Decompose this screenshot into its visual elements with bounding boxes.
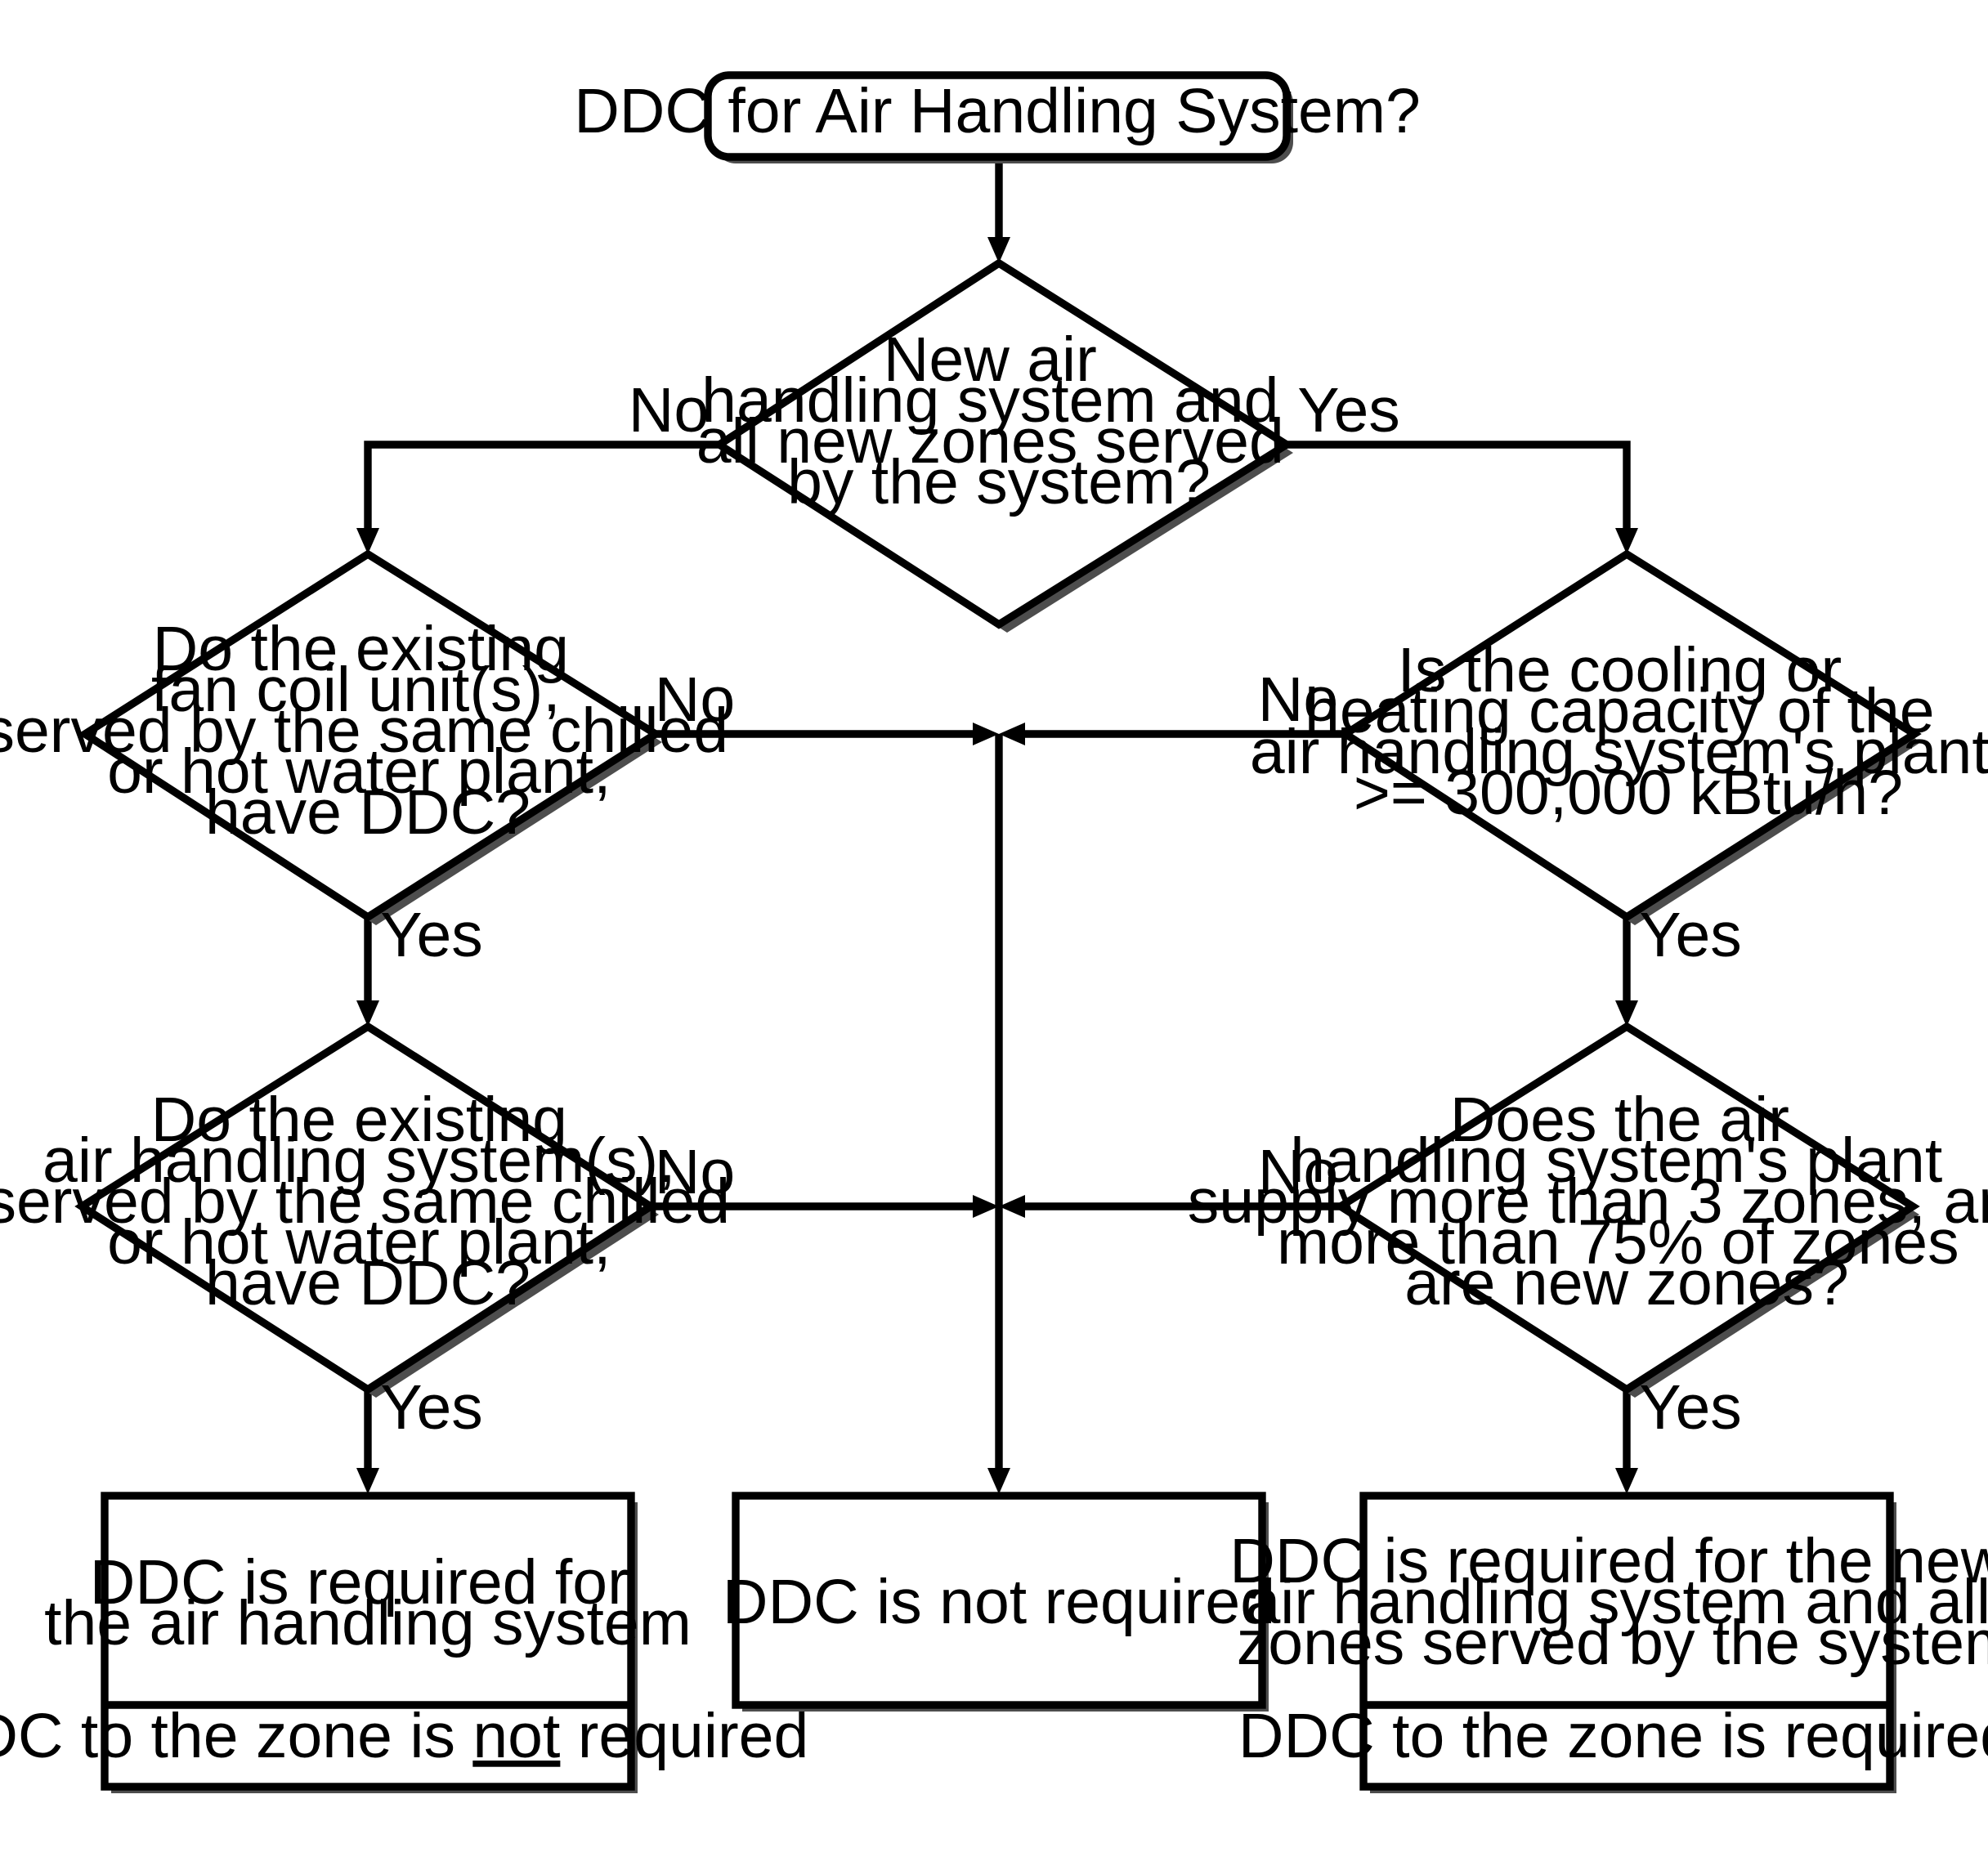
label-yes: Yes	[1297, 375, 1400, 445]
label-no: No	[655, 664, 735, 735]
decision-text: Do the existing fan coil unit(s), served…	[0, 614, 746, 848]
edge-labels: No Yes No No Yes Yes No No Yes Yes	[380, 375, 1742, 1443]
arrowhead-down	[987, 1468, 1010, 1494]
decision-existing-ahs: Do the existing air handling system(s), …	[0, 1022, 748, 1398]
arrowhead-right	[973, 723, 999, 745]
label-yes: Yes	[380, 1372, 483, 1443]
decision-diamond	[1333, 1022, 1920, 1394]
outcome-not-required: DDC is not required	[723, 1492, 1275, 1712]
outcome-bottom-text: DDC to the zone is not required	[0, 1701, 808, 1771]
decision-text: New air handling system and all new zone…	[696, 324, 1301, 517]
emphasis-not: not	[472, 1701, 560, 1771]
outcome-box	[101, 1492, 635, 1791]
arrowhead-right	[973, 1195, 999, 1218]
label-yes: Yes	[380, 900, 483, 970]
arrowhead-down	[987, 237, 1010, 263]
decision-text: Does the air handling system's plant sup…	[1188, 1085, 1988, 1318]
decision-diamond	[712, 258, 1294, 629]
arrowhead-down	[1615, 1468, 1638, 1494]
outcome-top-text: DDC is required for the air handling sys…	[44, 1547, 692, 1658]
outcome-box	[1359, 1492, 1894, 1791]
label-no: No	[629, 375, 709, 445]
outcome-top-text: DDC is required for the new air handling…	[1229, 1526, 1988, 1678]
connectors	[364, 159, 1631, 1476]
arrowhead-down	[356, 1468, 379, 1494]
decision-diamond	[78, 549, 663, 922]
decision-diamond	[74, 1022, 658, 1394]
edge-new-system-yes	[1287, 441, 1631, 536]
start-node: DDC for Air Handling System?	[574, 71, 1421, 163]
arrowhead-down	[356, 528, 379, 554]
decision-zones: Does the air handling system's plant sup…	[1188, 1022, 1988, 1398]
outcome-bottom-text: DDC to the zone is required	[1238, 1701, 1988, 1771]
decision-diamond	[1338, 549, 1922, 922]
label-no: No	[1258, 664, 1338, 735]
outcome-required-all: DDC is required for the new air handling…	[1229, 1492, 1988, 1793]
label-no: No	[655, 1137, 735, 1207]
arrowheads	[356, 237, 1638, 1494]
outcome-box	[732, 1492, 1266, 1709]
label-no: No	[1258, 1137, 1338, 1207]
arrowhead-left	[999, 723, 1025, 745]
arrowhead-down	[1615, 528, 1638, 554]
label-yes: Yes	[1639, 1372, 1742, 1443]
decision-fan-coil: Do the existing fan coil unit(s), served…	[0, 549, 746, 925]
start-text: DDC for Air Handling System?	[574, 76, 1421, 146]
arrowhead-down	[356, 1000, 379, 1027]
decision-capacity: Is the cooling or heating capacity of th…	[1250, 549, 1988, 925]
outcome-text: DDC is not required	[723, 1567, 1275, 1637]
outcome-required-ahs: DDC is required for the air handling sys…	[0, 1492, 808, 1793]
decision-text: Is the cooling or heating capacity of th…	[1250, 635, 1988, 828]
arrowhead-left	[999, 1195, 1025, 1218]
start-terminator	[704, 71, 1291, 161]
decision-text: Do the existing air handling system(s), …	[0, 1085, 748, 1318]
decision-new-system: New air handling system and all new zone…	[696, 258, 1301, 633]
arrowhead-down	[1615, 1000, 1638, 1027]
edge-new-system-no	[364, 441, 719, 536]
label-yes: Yes	[1639, 900, 1742, 970]
